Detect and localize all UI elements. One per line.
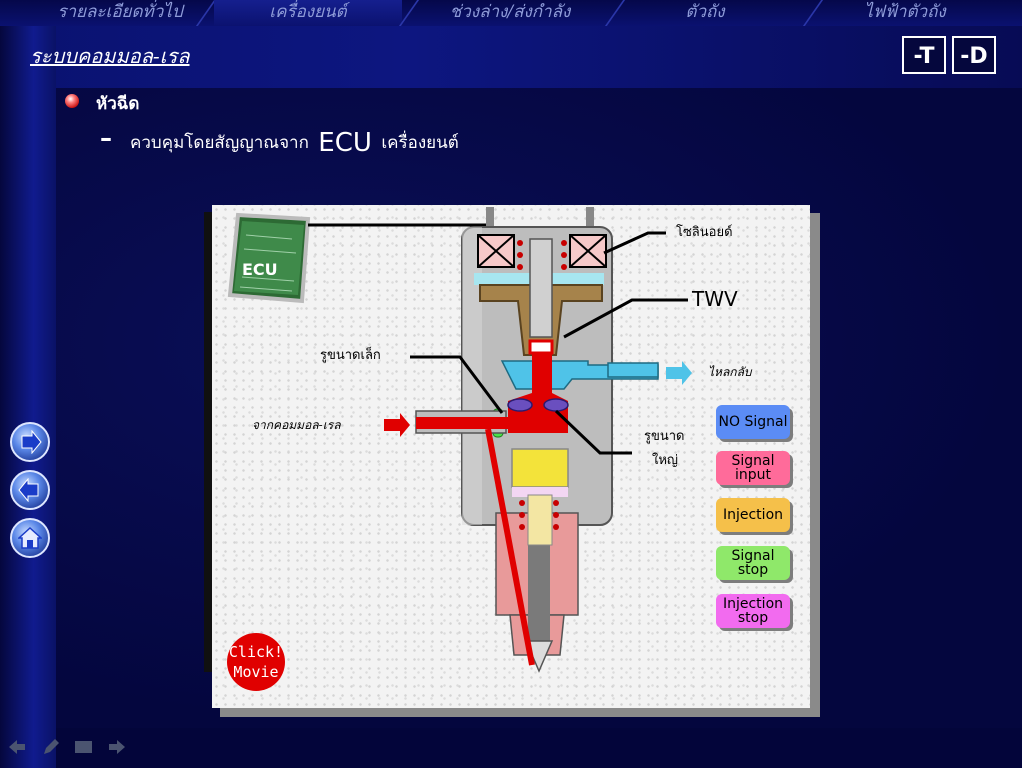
return-arrow-icon (666, 361, 692, 385)
from-rail-label: จากคอมมอล-เรล (252, 418, 341, 432)
back-button[interactable] (10, 470, 50, 510)
header-band (0, 26, 1022, 88)
t-button[interactable]: -T (902, 36, 946, 74)
solenoid-leader (603, 231, 666, 255)
ecu-label: ECU (242, 260, 278, 279)
tab-body-electrical[interactable]: ไฟฟ้าตัวถัง (864, 2, 946, 22)
figure-dark-edge (204, 212, 214, 672)
twv-label: TWV (692, 287, 738, 311)
forward-icon (21, 430, 42, 454)
click-movie-button[interactable]: Click! Movie (227, 633, 285, 691)
injector-diagram: ECU โซลินอยด์ TWV รูขนาดเล็ก ไหลกลับ จาก… (212, 205, 810, 708)
signal-stop-button[interactable]: Signal stop (716, 546, 790, 580)
left-sidebar (0, 26, 56, 768)
orifice-right (543, 398, 569, 412)
forward-button[interactable] (10, 422, 50, 462)
ecu-unit (227, 212, 311, 304)
subpoint-prefix: ควบคุมโดยสัญญาณจาก (130, 133, 309, 153)
menu-icon[interactable] (74, 738, 94, 756)
large-orifice-label-2: ใหญ่ (652, 453, 678, 468)
injection-stop-button[interactable]: Injection stop (716, 594, 790, 628)
return-label: ไหลกลับ (708, 365, 752, 379)
top-navigation: รายละเอียดทั่วไป เครื่องยนต์ ช่วงล่าง/ส่… (0, 0, 1022, 27)
tab-general[interactable]: รายละเอียดทั่วไป (57, 2, 183, 22)
signal-input-button[interactable]: Signal input (716, 451, 790, 485)
home-button[interactable] (10, 518, 50, 558)
tab-divider (604, 0, 626, 26)
click-label: Click! (228, 643, 284, 661)
tab-chassis[interactable]: ช่วงล่าง/ส่งกำลัง (449, 2, 571, 22)
command-piston (511, 448, 569, 488)
subpoint-ecu: ECU (318, 128, 372, 158)
subpoint-suffix: เครื่องยนต์ (381, 133, 459, 153)
solenoid-label: โซลินอยด์ (676, 225, 733, 240)
tab-divider (802, 0, 824, 26)
injector-drawing (227, 207, 692, 673)
large-orifice-label-1: รูขนาด (644, 429, 685, 444)
inflow-arrow-icon (384, 413, 410, 437)
d-button[interactable]: -D (952, 36, 996, 74)
page-title: ระบบคอมมอล-เรล (30, 44, 190, 68)
terminal-right (586, 207, 594, 233)
home-icon (18, 526, 42, 549)
dash-marker: – (100, 124, 112, 152)
subpoint-text: ควบคุมโดยสัญญาณจาก ECU เครื่องยนต์ (130, 128, 459, 158)
bullet-icon (65, 94, 79, 108)
terminal-left (486, 207, 494, 233)
nozzle-needle (528, 535, 550, 641)
arrow-left-icon[interactable] (8, 738, 26, 756)
orifice-left (507, 398, 533, 412)
tab-body[interactable]: ตัวถัง (685, 2, 725, 22)
large-orifice-leader (554, 409, 632, 455)
small-orifice-label: รูขนาดเล็ก (320, 348, 381, 363)
twv-leader (563, 298, 688, 339)
inlet-pipe (416, 417, 516, 429)
small-orifice-leader (410, 355, 504, 414)
injection-button[interactable]: Injection (716, 498, 790, 532)
tab-engine[interactable]: เครื่องยนต์ (214, 0, 402, 26)
pencil-icon[interactable] (42, 738, 60, 756)
back-icon (18, 478, 39, 502)
movie-label: Movie (233, 663, 279, 681)
arrow-right-icon[interactable] (108, 738, 126, 756)
no-signal-button[interactable]: NO Signal (716, 405, 790, 439)
section-heading: หัวฉีด (96, 94, 140, 114)
